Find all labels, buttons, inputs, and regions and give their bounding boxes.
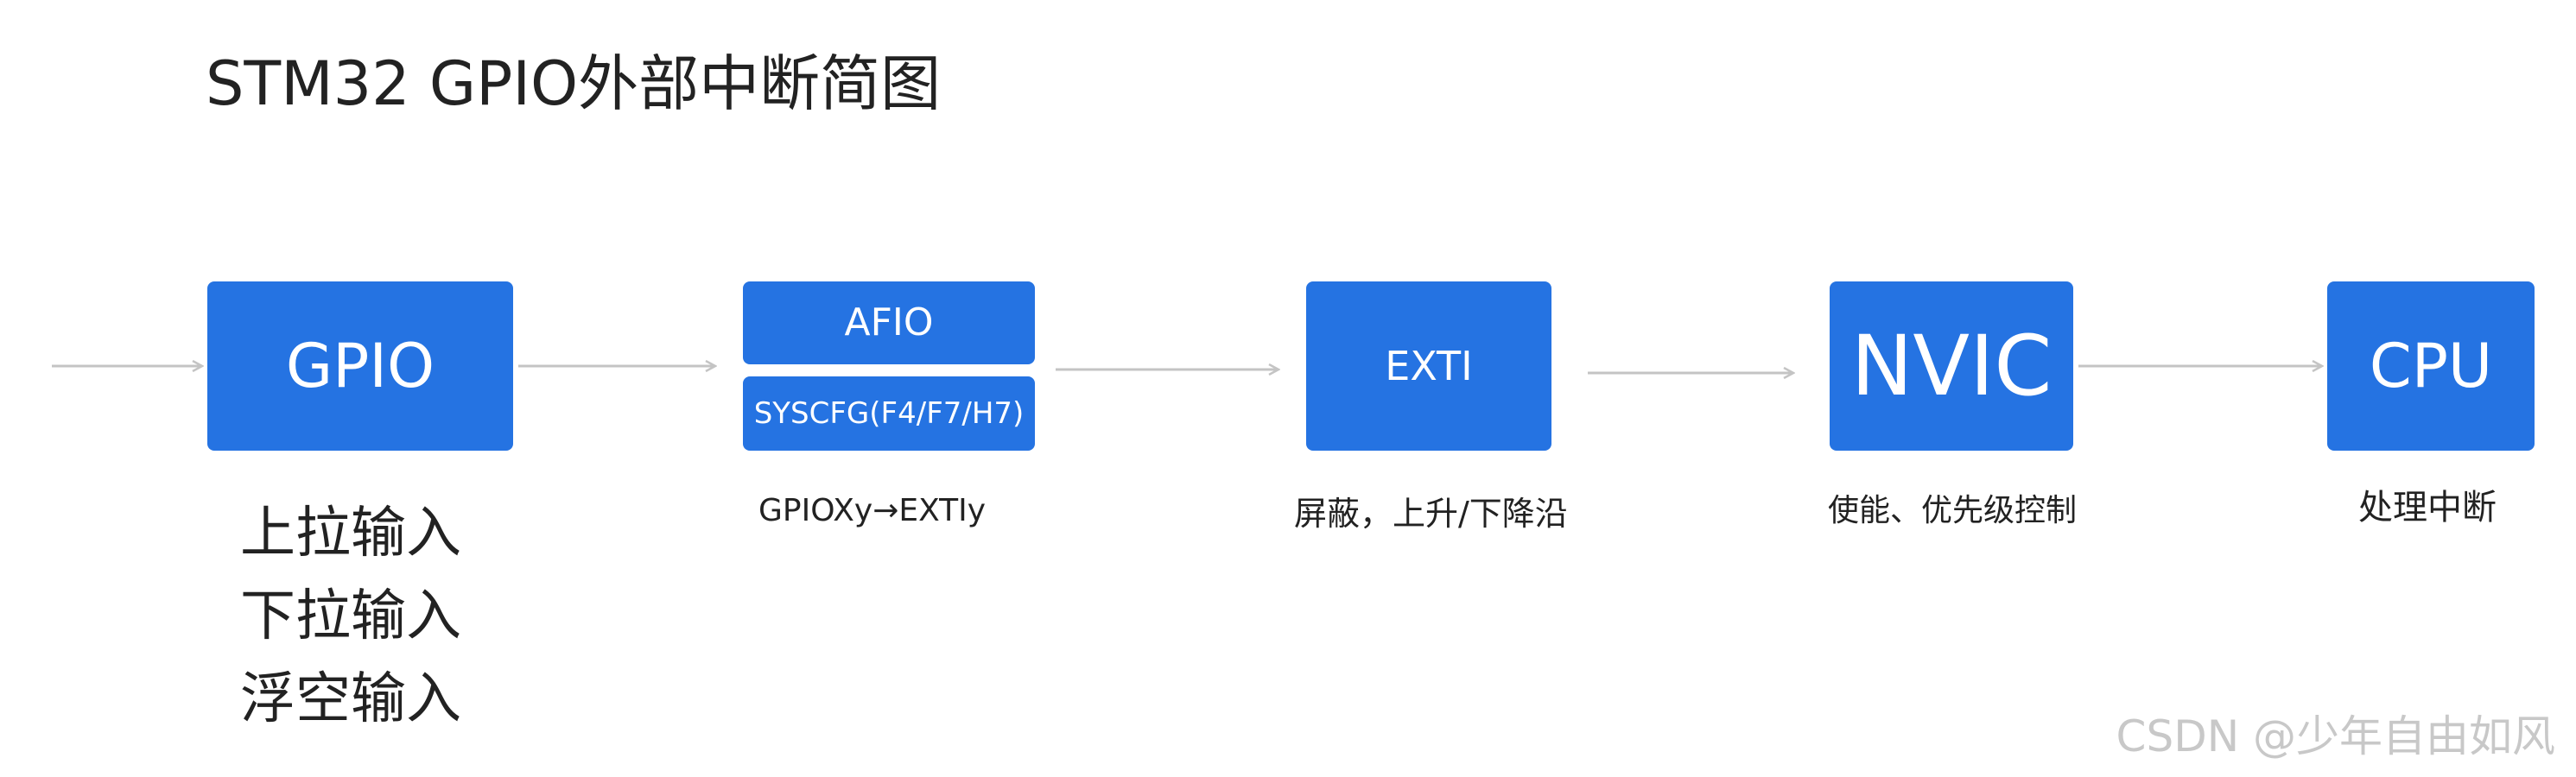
gpio-box: GPIO xyxy=(207,281,513,451)
input-mode-floating: 浮空输入 xyxy=(240,667,461,731)
csdn-watermark: CSDN @少年自由如风 xyxy=(2116,711,2555,761)
exti-label: 屏蔽，上升/下降沿 xyxy=(1294,495,1568,533)
input-mode-pull-down: 下拉输入 xyxy=(240,584,461,648)
nvic-box: NVIC xyxy=(1830,281,2073,451)
syscfg-box: SYSCFG(F4/F7/H7) xyxy=(743,376,1035,451)
cpu-label: 处理中断 xyxy=(2358,488,2497,527)
afio-mapping-label: GPIOXy→EXTIy xyxy=(758,493,987,528)
afio-box: AFIO xyxy=(743,281,1035,364)
diagram-title: STM32 GPIO外部中断简图 xyxy=(206,48,942,119)
exti-box: EXTI xyxy=(1306,281,1551,451)
input-mode-pull-up: 上拉输入 xyxy=(240,502,461,565)
cpu-box: CPU xyxy=(2327,281,2535,451)
nvic-label: 使能、优先级控制 xyxy=(1828,493,2078,528)
gpio-input-modes: 上拉输入 下拉输入 浮空输入 xyxy=(240,492,461,741)
